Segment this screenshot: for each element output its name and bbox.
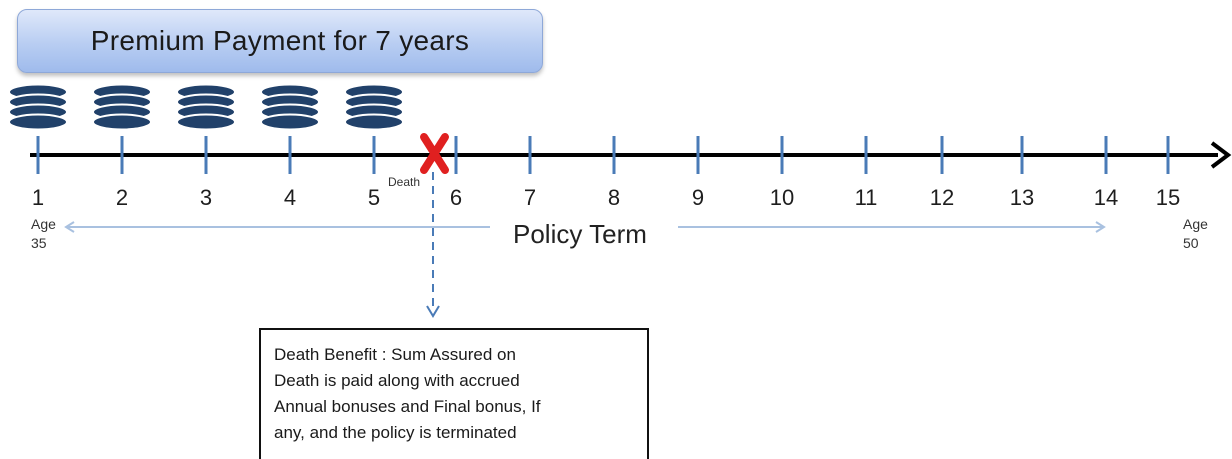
year-tick-label: 1	[31, 185, 45, 210]
timeline-ticks	[36, 136, 1170, 174]
year-tick-label: 9	[691, 185, 705, 210]
year-tick-label: 12	[929, 185, 955, 210]
year-tick-label: 6	[449, 185, 463, 210]
year-tick-label: 13	[1009, 185, 1035, 210]
year-tick-label: 7	[523, 185, 537, 210]
coin-stack-icon	[344, 83, 404, 131]
premium-coin-stacks	[8, 83, 404, 131]
year-tick-label: 14	[1093, 185, 1119, 210]
year-tick-label: 15	[1155, 185, 1181, 210]
death-benefit-connector	[426, 172, 440, 318]
policy-term-label: Policy Term	[513, 219, 647, 249]
premium-payment-banner: Premium Payment for 7 years	[17, 9, 543, 73]
year-tick-label: 4	[283, 185, 297, 210]
year-tick-label: 11	[854, 185, 878, 210]
year-tick-label: 10	[769, 185, 795, 210]
year-tick-label: 3	[199, 185, 213, 210]
coin-stack-icon	[260, 83, 320, 131]
death-benefit-box: Death Benefit : Sum Assured on Death is …	[259, 328, 649, 459]
timeline-arrowhead	[1210, 141, 1232, 169]
policy-term-arrow	[64, 221, 1106, 233]
death-label: Death	[388, 175, 421, 189]
year-tick-label: 5	[367, 185, 381, 210]
benefit-line: Annual bonuses and Final bonus, If	[274, 397, 541, 416]
benefit-line: Death Benefit : Sum Assured on	[274, 345, 516, 364]
year-tick-label: 2	[115, 185, 129, 210]
coin-stack-icon	[92, 83, 152, 131]
year-tick-label: 8	[607, 185, 621, 210]
coin-stack-icon	[176, 83, 236, 131]
coin-stack-icon	[8, 83, 68, 131]
benefit-line: Death is paid along with accrued	[274, 371, 520, 390]
death-cross-icon	[420, 133, 449, 174]
benefit-line: any, and the policy is terminated	[274, 423, 517, 442]
